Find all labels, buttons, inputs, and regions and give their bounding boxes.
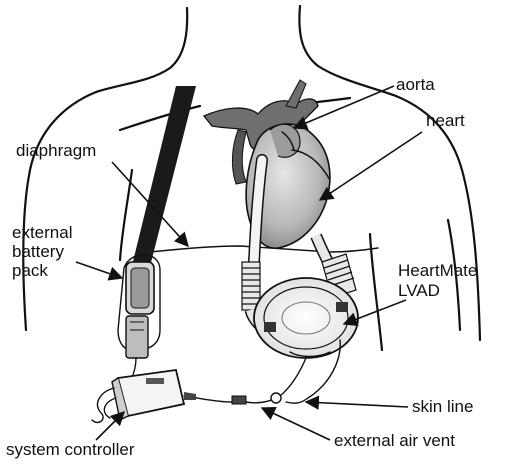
arrow-air-vent [262, 408, 330, 440]
external-battery-pack [126, 262, 154, 358]
arrow-heart [320, 132, 422, 200]
heartmate-lvad-pump [254, 278, 358, 358]
label-lvad-line2: LVAD [398, 281, 440, 300]
arrow-battery [76, 262, 122, 278]
label-aorta: aorta [396, 75, 435, 94]
label-heart: heart [426, 111, 465, 130]
label-diaphragm: diaphragm [16, 141, 96, 160]
label-battery-line1: external [12, 223, 72, 242]
label-battery-line3: pack [12, 261, 48, 280]
arrow-skin-line [306, 402, 408, 407]
label-skin-line: skin line [412, 397, 473, 416]
label-lvad-line1: HeartMate [398, 261, 477, 280]
system-controller [92, 370, 246, 422]
diaphragm-line [150, 246, 378, 252]
label-battery-line2: battery [12, 242, 64, 261]
arrow-controller [96, 412, 124, 440]
label-external-air-vent: external air vent [334, 431, 455, 450]
label-system-controller: system controller [6, 440, 135, 459]
